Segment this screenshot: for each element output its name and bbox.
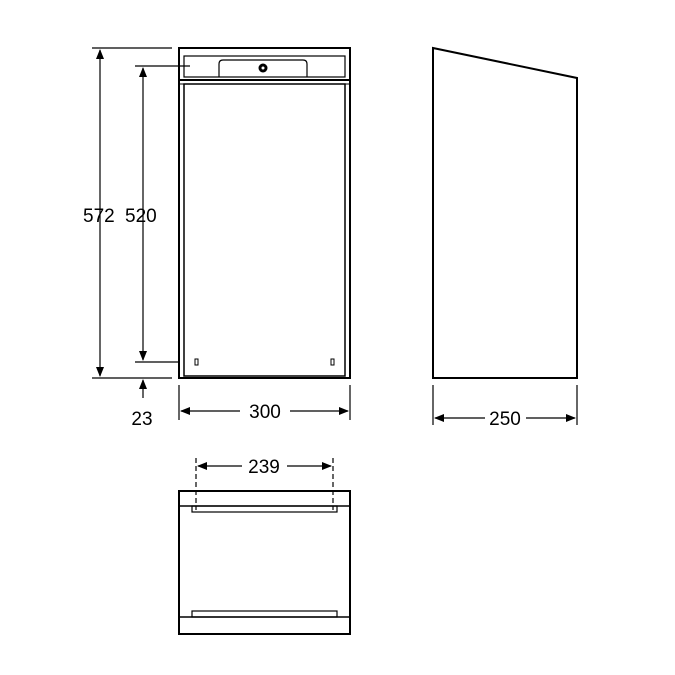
dim-side-depth: 250 xyxy=(489,409,521,430)
dim-overall-height: 572 xyxy=(83,206,115,227)
front-view xyxy=(178,47,351,379)
dim-front-width: 300 xyxy=(249,402,281,423)
dim-bottom-inner-width: 239 xyxy=(248,457,280,478)
bottom-view xyxy=(178,490,351,635)
side-view xyxy=(432,46,578,379)
dim-door-height: 520 xyxy=(125,206,157,227)
dim-bottom-offset: 23 xyxy=(131,409,152,430)
dimension-lines xyxy=(92,47,578,510)
